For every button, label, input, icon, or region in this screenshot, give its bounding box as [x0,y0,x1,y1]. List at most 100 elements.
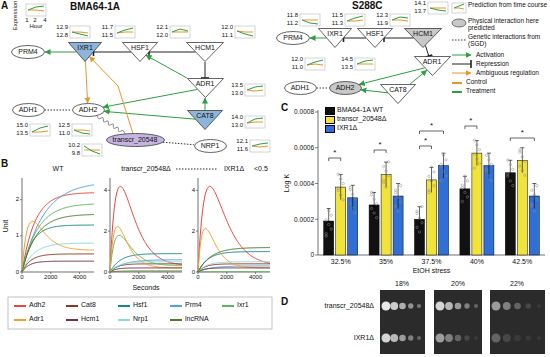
plot-frame [250,140,270,152]
factor-node: IXR1 [68,42,102,62]
factor-node: ADR1 [414,56,451,76]
expression-value: 9.8 [72,150,80,157]
tick-mark [315,112,318,113]
expression-value: 11.8 [287,12,298,19]
plot-frame [235,26,255,38]
plot-frame [345,14,365,26]
simulation-plot [108,178,182,274]
strain-title: S288C [352,0,383,12]
data-point [461,184,463,186]
data-point [416,226,418,228]
ellipse-outline [329,82,361,95]
node-label: IXR1 [318,30,352,38]
tick-mark [255,272,256,274]
data-point [349,186,351,188]
colony-spot [492,334,501,343]
legend-label: Prm4 [185,301,202,309]
axis-tick: 0.0008 [294,108,314,115]
colony-spot [436,302,445,311]
data-point [433,171,435,173]
data-point [476,144,478,146]
legend-label: transcr_20548Δ [337,115,386,123]
node-label: HCM1 [186,44,224,52]
significance-star: * [379,140,382,149]
legend-label: Nrp1 [133,315,148,323]
data-point [373,198,375,200]
simulation-curve [22,221,94,272]
comparison-line [176,169,218,170]
axis-tick: 2000 [132,274,145,281]
significance-bracket [329,158,341,161]
expression-value: 13.0 [231,90,243,97]
expression-plot [82,144,102,156]
legend-label: Genetic interactions from (SGD) [468,33,548,48]
panel-letter: C [281,102,288,114]
data-point [533,194,535,196]
data-point [421,205,423,207]
simulation-plots [20,178,270,274]
ellipse-outline [72,104,104,117]
data-point [521,156,523,158]
data-point [387,175,389,177]
simulation-curve [198,268,270,272]
ambiguous-icon [452,73,471,74]
legend-swatch [326,126,334,132]
expression-value: 12.3 [376,12,388,19]
simulation-curve [198,186,270,272]
tick-mark [167,272,168,274]
data-point [536,184,538,186]
data-point [507,175,509,177]
data-point [473,139,475,141]
axis-title: Unit [2,220,10,232]
legend-label: Control [466,78,487,85]
legend-label: Hcm1 [81,315,99,323]
legend-label: Adh2 [29,301,45,309]
legend-swatch [452,91,462,93]
data-point [461,187,463,189]
factor-node: HSF1 [122,42,158,62]
tick-mark [20,199,22,200]
expression-line [252,146,268,147]
axis-title: EtOH stress [413,267,451,275]
triangle-outline [414,57,450,76]
data-point [519,149,521,151]
data-point [531,189,533,191]
tick-mark [198,272,199,274]
legend-label: Treatment [466,87,495,94]
expression-line [247,86,263,90]
bar-chart [315,110,545,255]
expression-line [302,20,318,24]
data-point [399,201,401,203]
data-point [399,184,401,186]
simulation-curve [110,227,182,272]
axis-title: Hour [29,23,42,30]
data-point [433,185,435,187]
data-point [485,170,487,172]
legend-swatch [452,82,462,84]
simulation-curve [22,243,94,272]
activation-arrow [205,98,206,110]
expression-value: 11.1 [222,32,233,39]
colony-spot [399,335,406,342]
tick-mark [20,235,22,236]
data-point [354,198,356,200]
axis-tick: 2 [16,196,19,203]
plot-title: IXR1Δ [224,165,244,173]
data-point [428,189,430,191]
plot-icon [452,3,466,13]
expression-plot [115,26,135,38]
colony-spot [445,334,453,342]
data-point [445,159,447,161]
expression-plot [345,14,365,26]
data-point [394,191,396,193]
expression-value: 12.0 [221,24,233,31]
colony-spot [526,303,531,308]
colony-spot [537,304,541,308]
data-point [485,168,487,170]
expression-line [247,90,263,91]
data-point [385,186,387,188]
plot-frame [390,14,410,26]
tick-mark [196,190,198,191]
